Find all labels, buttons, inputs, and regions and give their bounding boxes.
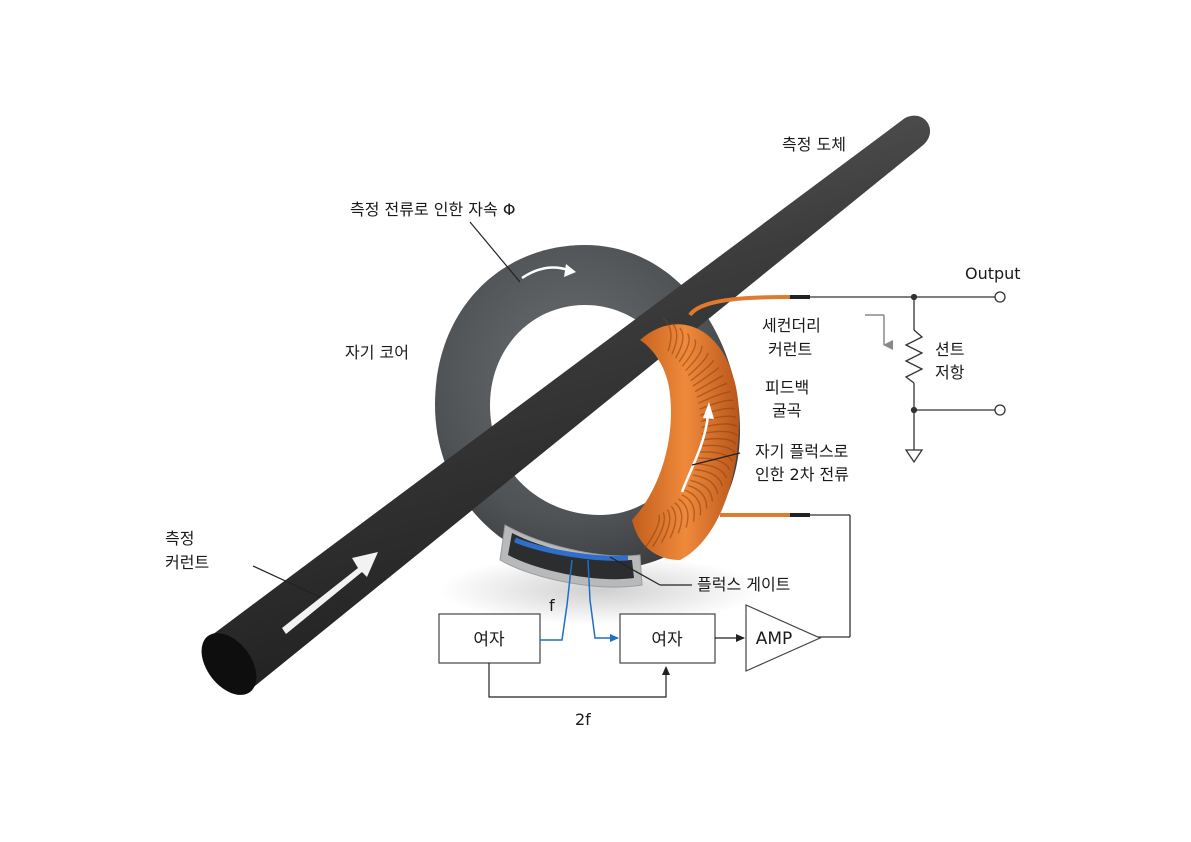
coil-turn bbox=[687, 484, 708, 509]
shunt-resistor bbox=[904, 329, 924, 384]
label-f: f bbox=[549, 596, 555, 615]
leader-lines bbox=[252, 221, 741, 598]
coil-turn bbox=[694, 468, 724, 487]
coil-turn bbox=[696, 382, 728, 398]
label-secondary-2: 커런트 bbox=[768, 340, 812, 359]
label-feedback-1: 피드백 bbox=[765, 378, 809, 397]
label-measure-current-2: 커런트 bbox=[165, 553, 209, 572]
coil-turn bbox=[678, 333, 690, 363]
label-core: 자기 코어 bbox=[345, 343, 409, 362]
coil-turn bbox=[692, 367, 720, 387]
signal-f bbox=[540, 559, 573, 641]
signal-fluxgate bbox=[587, 559, 619, 642]
coil-turn bbox=[681, 339, 697, 367]
coil-turn bbox=[701, 415, 737, 422]
label-output: Output bbox=[965, 264, 1021, 283]
coil-turn bbox=[685, 345, 703, 372]
excitation-label-2: 여자 bbox=[651, 630, 683, 650]
coil-turn bbox=[687, 352, 709, 377]
coil-turn bbox=[671, 322, 678, 355]
coil-turn bbox=[678, 498, 689, 528]
label-2f: 2f bbox=[575, 710, 591, 729]
coil-turn bbox=[669, 505, 677, 539]
amp-label: AMP bbox=[756, 629, 793, 649]
excitation-label-1: 여자 bbox=[473, 630, 505, 650]
excitation-block-2 bbox=[619, 613, 716, 664]
core-shadow bbox=[440, 555, 760, 625]
coil-turn bbox=[660, 509, 671, 544]
output-terminal-top bbox=[994, 291, 1006, 303]
coil-turn bbox=[698, 391, 731, 404]
label-flux: 측정 전류로 인한 자속 Φ bbox=[350, 200, 515, 219]
label-shunt-1: 션트 bbox=[935, 340, 964, 359]
coil-turn bbox=[681, 494, 695, 522]
flux-arrow bbox=[521, 266, 569, 280]
ground-symbol bbox=[904, 449, 924, 464]
label-conductor: 측정 도체 bbox=[782, 135, 846, 154]
coil-turn bbox=[674, 327, 684, 359]
coil-turn bbox=[674, 502, 683, 534]
label-fluxgate: 플럭스 게이트 bbox=[697, 575, 790, 594]
output-terminal-bottom bbox=[994, 404, 1006, 416]
measurement-conductor bbox=[201, 115, 931, 695]
coil-turn bbox=[692, 474, 719, 495]
coil-turn bbox=[699, 451, 734, 462]
amp-triangle bbox=[745, 604, 822, 672]
label-measure-current-1: 측정 bbox=[165, 529, 194, 548]
output-circuit bbox=[810, 291, 1006, 638]
coil-turn bbox=[684, 489, 702, 516]
label-secondary-current-1: 자기 플럭스로 bbox=[755, 442, 848, 461]
feedback-coil bbox=[632, 295, 810, 560]
coil-turn bbox=[698, 457, 731, 471]
coil-turn bbox=[696, 463, 728, 479]
fluxgate-strip bbox=[514, 537, 629, 561]
label-secondary-1: 세컨더리 bbox=[762, 316, 821, 335]
current-arrow bbox=[282, 552, 378, 634]
coil-turn bbox=[701, 437, 737, 445]
label-shunt-2: 저항 bbox=[935, 363, 965, 382]
coil-turn bbox=[662, 317, 672, 352]
coil-turn bbox=[700, 444, 736, 454]
coil-turn bbox=[642, 514, 661, 551]
block-diagram bbox=[438, 559, 822, 698]
excitation-block-1 bbox=[438, 613, 541, 664]
label-feedback-2: 굴곡 bbox=[772, 401, 801, 420]
label-secondary-current-2: 인한 2차 전류 bbox=[755, 465, 849, 484]
coil-turn bbox=[651, 512, 666, 548]
coil-turn bbox=[690, 479, 714, 502]
coil-turn bbox=[694, 374, 724, 393]
coil-turn bbox=[699, 399, 734, 410]
coil-turn bbox=[690, 359, 715, 382]
